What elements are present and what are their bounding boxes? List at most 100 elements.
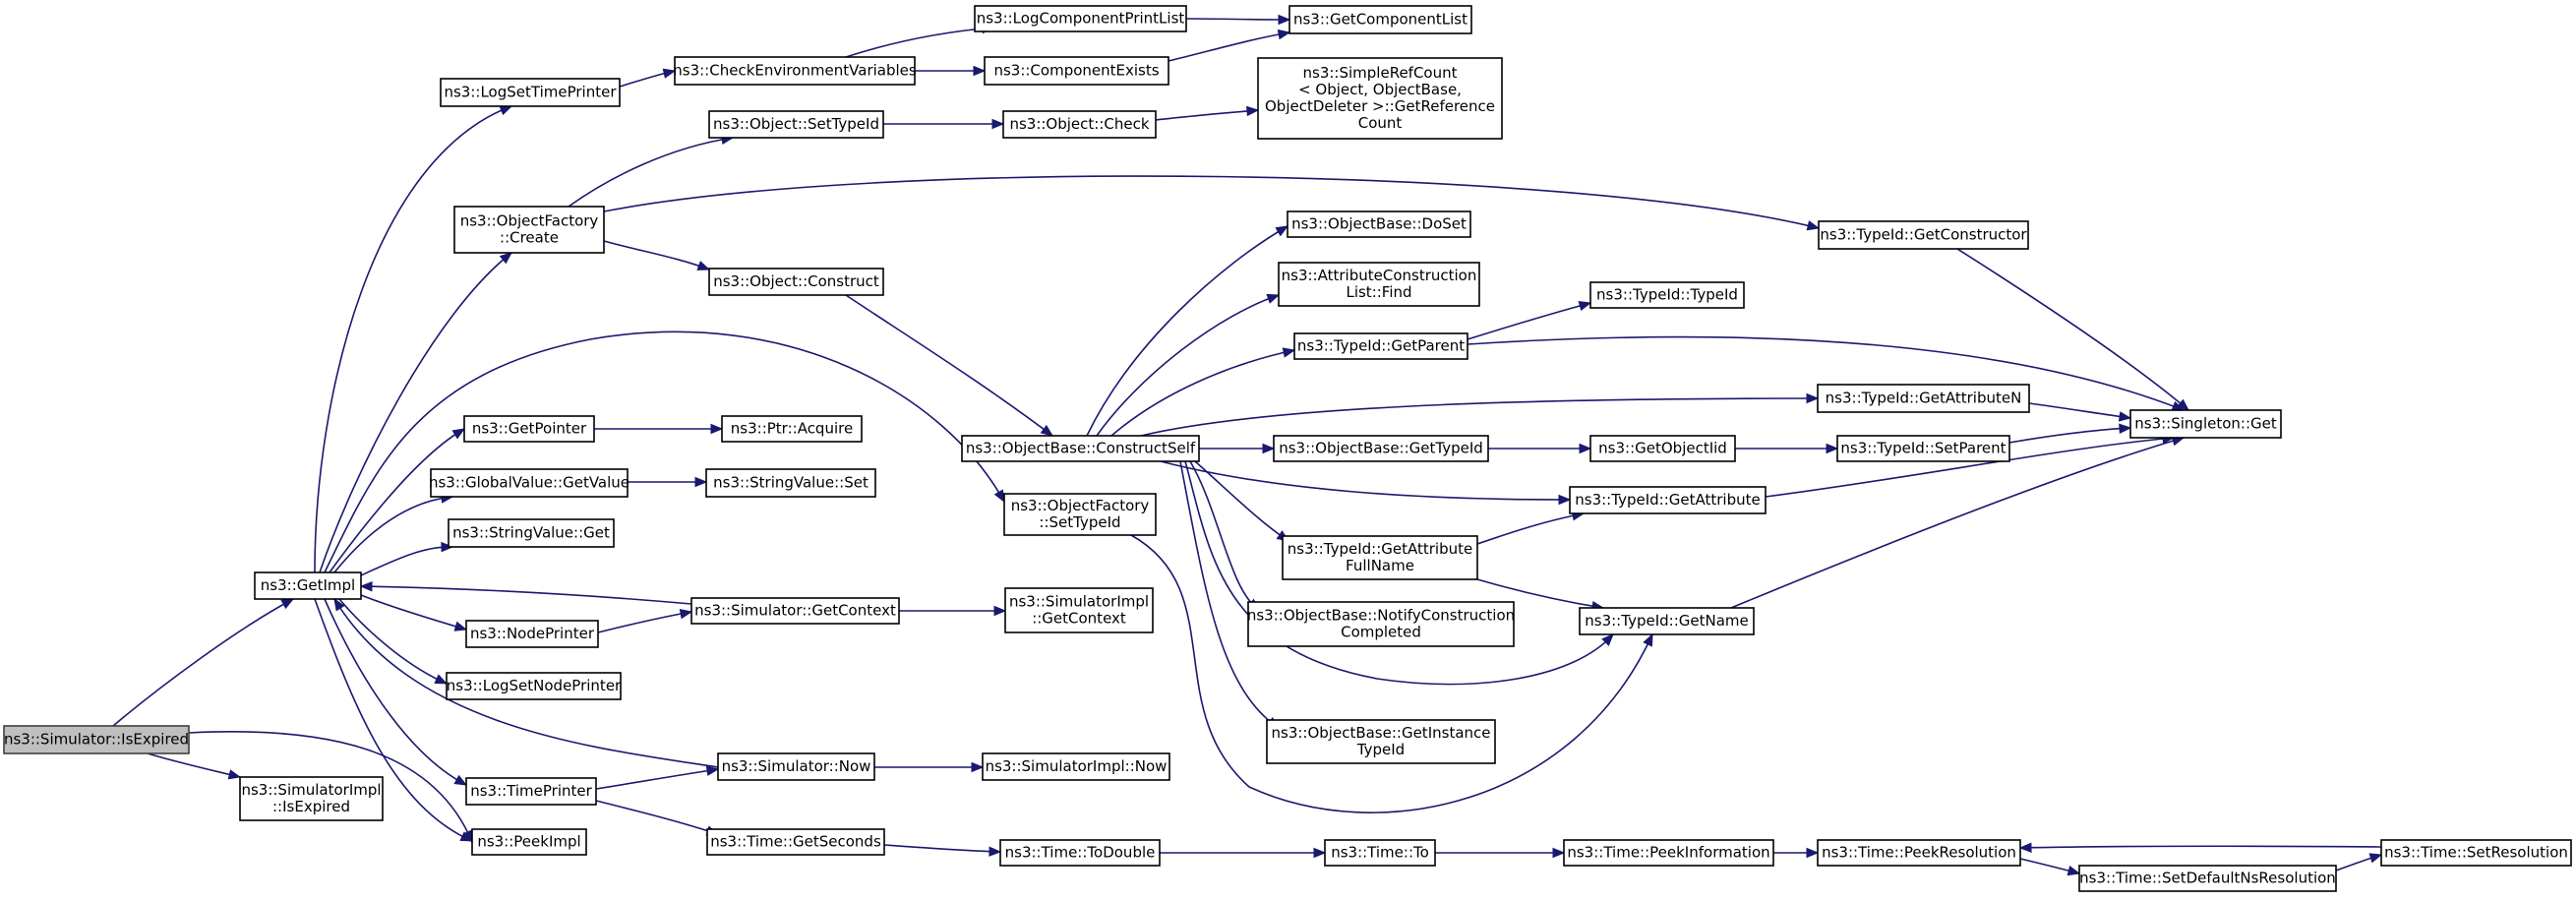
node-box: [999, 839, 1161, 867]
node-ptr-acquire[interactable]: ns3::Ptr::Acquire: [721, 415, 863, 443]
arrowhead-icon: [227, 769, 242, 780]
edge-line: [1160, 460, 1571, 501]
node-logcomponentprintlist[interactable]: ns3::LogComponentPrintList: [974, 5, 1187, 32]
arrowhead-icon: [694, 476, 708, 488]
node-label: ns3::Time::ToDouble: [1005, 844, 1156, 862]
node-timeprinter[interactable]: ns3::TimePrinter: [465, 777, 597, 806]
node-time-getseconds[interactable]: ns3::Time::GetSeconds: [706, 828, 885, 856]
node-label: ns3::LogComponentPrintList: [977, 10, 1185, 28]
node-globalvalue-getvalue[interactable]: ns3::GlobalValue::GetValue: [429, 468, 629, 498]
node-objectbase-doset[interactable]: ns3::ObjectBase::DoSet: [1287, 210, 1471, 238]
edge-line: [319, 252, 512, 573]
edge-line: [1184, 460, 1614, 686]
node-label: ns3::GlobalValue::GetValue: [429, 474, 629, 492]
node-getimpl[interactable]: ns3::GetImpl: [254, 571, 362, 600]
node-stringvalue-set[interactable]: ns3::StringValue::Set: [705, 468, 876, 498]
node-logsetnodeprinter[interactable]: ns3::LogSetNodePrinter: [446, 672, 622, 700]
edge-line: [324, 330, 1005, 573]
node-simulatorimpl-isexpired[interactable]: ns3::SimulatorImpl::IsExpired: [239, 776, 384, 821]
node-box: [705, 468, 876, 498]
node-label: ns3::ObjectFactory: [460, 212, 599, 230]
arrowhead-icon: [359, 580, 373, 592]
node-time-setresolution[interactable]: ns3::Time::SetResolution: [2380, 839, 2572, 867]
node-getobjectiid[interactable]: ns3::GetObjectIid: [1589, 435, 1736, 462]
edge-line: [845, 294, 1053, 437]
node-time-peekinformation[interactable]: ns3::Time::PeekInformation: [1563, 839, 1774, 867]
arrowhead-icon: [333, 597, 345, 612]
node-time-peekresolution[interactable]: ns3::Time::PeekResolution: [1817, 839, 2021, 867]
node-object-construct[interactable]: ns3::Object::Construct: [708, 268, 884, 296]
node-logsettimeprinter[interactable]: ns3::LogSetTimePrinter: [440, 78, 621, 107]
arrowhead-icon: [2176, 398, 2190, 411]
arrowhead-icon: [453, 774, 468, 786]
edge-objectbase-constructself-to-objectbase-gettypeid: [1199, 443, 1276, 454]
node-checkenvironmentvariables[interactable]: ns3::CheckEnvironmentVariables: [673, 56, 917, 86]
node-componentexists[interactable]: ns3::ComponentExists: [984, 56, 1169, 86]
edge-typeid-getattributen-to-singleton-get: [2028, 402, 2132, 422]
arrowhead-icon: [499, 252, 513, 265]
node-box: [1273, 435, 1489, 462]
node-box: [974, 5, 1187, 32]
node-objectfactory-settypeid[interactable]: ns3::ObjectFactory::SetTypeId: [1003, 493, 1157, 536]
node-typeid-getparent[interactable]: ns3::TypeId::GetParent: [1293, 332, 1468, 360]
arrowhead-icon: [710, 423, 724, 435]
node-typeid-typeid[interactable]: ns3::TypeId::TypeId: [1589, 281, 1745, 309]
node-objectfactory-create[interactable]: ns3::ObjectFactory::Create: [453, 206, 605, 254]
node-singleton-get[interactable]: ns3::Singleton::Get: [2129, 409, 2282, 439]
node-stringvalue-get[interactable]: ns3::StringValue::Get: [448, 518, 615, 548]
node-objectbase-gettypeid[interactable]: ns3::ObjectBase::GetTypeId: [1273, 435, 1489, 462]
node-time-todouble[interactable]: ns3::Time::ToDouble: [999, 839, 1161, 867]
edge-getimpl-to-getpointer: [329, 428, 466, 573]
node-label: ns3::TypeId::TypeId: [1596, 286, 1738, 304]
node-time-to[interactable]: ns3::Time::To: [1324, 839, 1436, 867]
node-label: ::IsExpired: [272, 798, 350, 815]
node-getcomponentlist[interactable]: ns3::GetComponentList: [1288, 5, 1472, 34]
node-typeid-getconstructor[interactable]: ns3::TypeId::GetConstructor: [1818, 220, 2029, 250]
node-simulator-isexpired[interactable]: ns3::Simulator::IsExpired: [3, 725, 190, 754]
node-typeid-setparent[interactable]: ns3::TypeId::SetParent: [1836, 435, 2010, 462]
node-box: [690, 597, 900, 625]
node-object-check[interactable]: ns3::Object::Check: [1002, 110, 1157, 139]
node-time-setdefaultnsresolution[interactable]: ns3::Time::SetDefaultNsResolution: [2078, 865, 2337, 892]
edge-line: [112, 598, 294, 727]
node-simplerefcount[interactable]: ns3::SimpleRefCount< Object, ObjectBase,…: [1257, 57, 1503, 140]
edge-getimpl-to-peekimpl: [314, 598, 474, 842]
node-label: ns3::TypeId::GetParent: [1297, 337, 1465, 355]
edge-line: [338, 598, 448, 685]
node-typeid-getname[interactable]: ns3::TypeId::GetName: [1579, 607, 1755, 635]
edge-time-setdefaultnsresolution-to-time-setresolution: [2335, 853, 2383, 871]
node-label: ns3::Simulator::Now: [722, 757, 871, 775]
edge-line: [845, 27, 994, 58]
node-label: ns3::AttributeConstruction: [1282, 267, 1477, 284]
edge-objectfactory-create-to-typeid-getconstructor: [603, 175, 1821, 231]
node-peekimpl[interactable]: ns3::PeekImpl: [471, 828, 587, 856]
node-box: [674, 56, 916, 86]
node-box: [446, 672, 622, 700]
node-box: [708, 110, 884, 139]
node-object-settypeid[interactable]: ns3::Object::SetTypeId: [708, 110, 884, 139]
arrowhead-icon: [1806, 392, 1820, 404]
node-objectbase-notifyconstructioncompleted[interactable]: ns3::ObjectBase::NotifyConstructionCompl…: [1247, 601, 1515, 647]
node-typeid-getattributen[interactable]: ns3::TypeId::GetAttributeN: [1817, 384, 2030, 413]
node-simulator-now[interactable]: ns3::Simulator::Now: [717, 752, 875, 781]
node-label: List::Find: [1346, 283, 1411, 301]
node-typeid-getattribute[interactable]: ns3::TypeId::GetAttribute: [1569, 486, 1767, 514]
node-label: ns3::Time::SetDefaultNsResolution: [2079, 870, 2336, 887]
node-label: Completed: [1341, 624, 1421, 641]
node-objectbase-constructself[interactable]: ns3::ObjectBase::ConstructSelf: [961, 435, 1200, 462]
node-simulatorimpl-getcontext[interactable]: ns3::SimulatorImpl::GetContext: [1004, 587, 1154, 633]
node-box: [1817, 839, 2021, 867]
edge-line: [1467, 335, 2185, 411]
node-getpointer[interactable]: ns3::GetPointer: [463, 415, 595, 443]
node-nodeprinter[interactable]: ns3::NodePrinter: [465, 620, 599, 648]
edge-line: [597, 611, 692, 633]
node-simulatorimpl-now[interactable]: ns3::SimulatorImpl::Now: [982, 752, 1170, 781]
edge-getimpl-to-logsettimeprinter: [314, 105, 513, 573]
edge-getimpl-to-nodeprinter: [360, 594, 468, 631]
arrowhead-icon: [280, 598, 295, 610]
node-box: [1247, 601, 1515, 647]
node-simulator-getcontext[interactable]: ns3::Simulator::GetContext: [690, 597, 900, 625]
